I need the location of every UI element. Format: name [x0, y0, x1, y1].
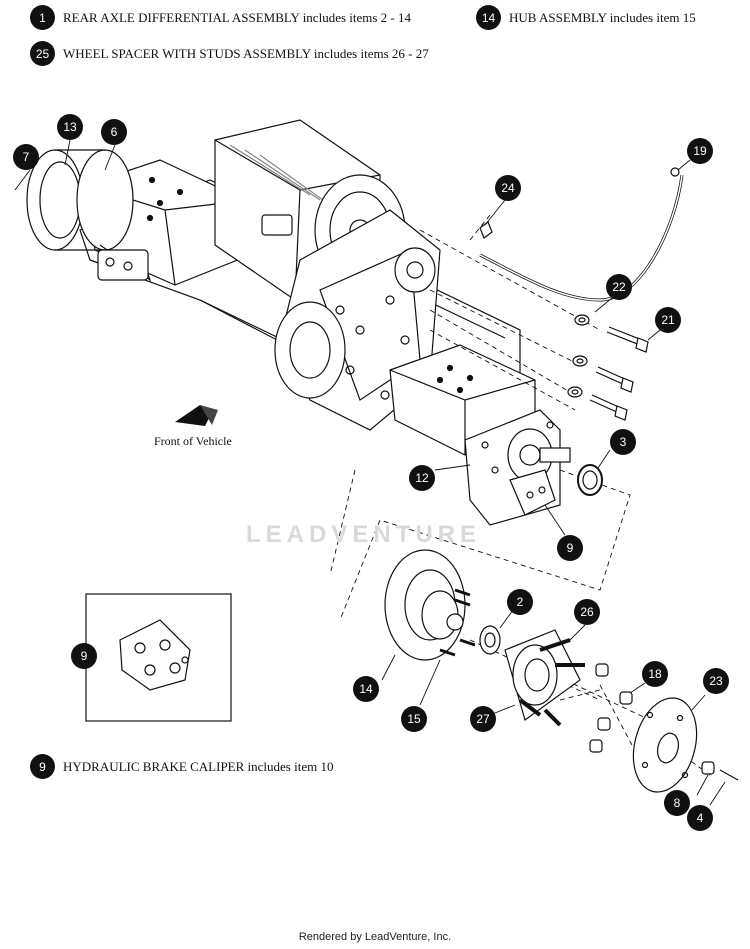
callout-8: 8 — [664, 790, 690, 816]
callout-9: 9 — [71, 643, 97, 669]
callout-14: 14 — [353, 676, 379, 702]
wheel-spacer — [504, 629, 585, 727]
right-brake-bracket — [464, 409, 571, 526]
callout-6: 6 — [101, 119, 127, 145]
callout-3: 3 — [610, 429, 636, 455]
legend-item: 1 REAR AXLE DIFFERENTIAL ASSEMBLY includ… — [30, 5, 411, 30]
caliper-inset — [85, 593, 232, 722]
castle-nut-and-pin — [701, 761, 739, 781]
callout-7: 7 — [13, 144, 39, 170]
flat-washer — [567, 314, 590, 398]
callout-number: 18 — [648, 667, 662, 681]
callout-number: 14 — [359, 682, 373, 696]
callout-4: 4 — [687, 805, 713, 831]
legend-text: HUB ASSEMBLY includes item 15 — [509, 9, 696, 25]
exploded-view-leaders — [329, 214, 711, 776]
callout-number: 19 — [693, 144, 707, 158]
callout-2: 2 — [507, 589, 533, 615]
legend-text: REAR AXLE DIFFERENTIAL ASSEMBLY includes… — [63, 9, 412, 25]
callout-12: 12 — [409, 465, 435, 491]
front-of-vehicle-label: Front of Vehicle — [154, 434, 232, 448]
footer-credit: Rendered by LeadVenture, Inc. — [298, 931, 452, 943]
caliper-note-badge: 9 — [30, 754, 55, 779]
callout-number: 3 — [620, 435, 627, 449]
hub-rotor — [384, 549, 476, 661]
callout-number: 26 — [580, 605, 594, 619]
lug-nuts — [589, 663, 633, 753]
callout-23: 23 — [703, 668, 729, 694]
legend-badge: 1 — [30, 5, 55, 30]
callout-number: 12 — [415, 471, 429, 485]
axle-seal — [577, 464, 603, 496]
legend-badge: 14 — [476, 5, 501, 30]
callout-badges: 13 6 7 24 19 22 21 3 12 9 2 26 18 23 14 15 27 8 4 9 — [13, 114, 729, 831]
callout-number: 4 — [697, 811, 704, 825]
watermark: LEADVENTURE — [246, 521, 482, 548]
callout-24: 24 — [495, 175, 521, 201]
callout-21: 21 — [655, 307, 681, 333]
harness-cable — [479, 167, 684, 302]
legend-text: WHEEL SPACER WITH STUDS ASSEMBLY include… — [63, 45, 429, 61]
callout-26: 26 — [574, 599, 600, 625]
left-hub-end — [26, 149, 152, 282]
callout-9: 9 — [557, 535, 583, 561]
callout-22: 22 — [606, 274, 632, 300]
legend-item: 25 WHEEL SPACER WITH STUDS ASSEMBLY incl… — [30, 41, 429, 66]
callout-number: 15 — [407, 712, 421, 726]
callout-number: 8 — [674, 796, 681, 810]
callout-number: 9 — [567, 541, 574, 555]
hex-bolts — [589, 326, 649, 421]
callout-13: 13 — [57, 114, 83, 140]
callout-27: 27 — [470, 706, 496, 732]
caliper-note: 9 HYDRAULIC BRAKE CALIPER includes item … — [30, 754, 333, 779]
callout-number: 6 — [111, 125, 118, 139]
wheel-cover-plate — [632, 697, 698, 793]
caliper-note-text: HYDRAULIC BRAKE CALIPER includes item 10 — [63, 758, 334, 774]
callout-number: 2 — [517, 595, 524, 609]
callout-number: 22 — [612, 280, 626, 294]
callout-number: 13 — [63, 120, 77, 134]
callout-number: 9 — [81, 649, 88, 663]
callout-15: 15 — [401, 706, 427, 732]
legend-badge: 25 — [30, 41, 55, 66]
callout-18: 18 — [642, 661, 668, 687]
callout-number: 23 — [709, 674, 723, 688]
hub-nut — [479, 625, 501, 655]
legend-item: 14 HUB ASSEMBLY includes item 15 — [476, 5, 696, 30]
callout-number: 21 — [661, 313, 675, 327]
front-arrow-icon — [175, 405, 218, 426]
callout-19: 19 — [687, 138, 713, 164]
callout-number: 7 — [23, 150, 30, 164]
callout-number: 27 — [476, 712, 490, 726]
callout-number: 24 — [501, 181, 515, 195]
